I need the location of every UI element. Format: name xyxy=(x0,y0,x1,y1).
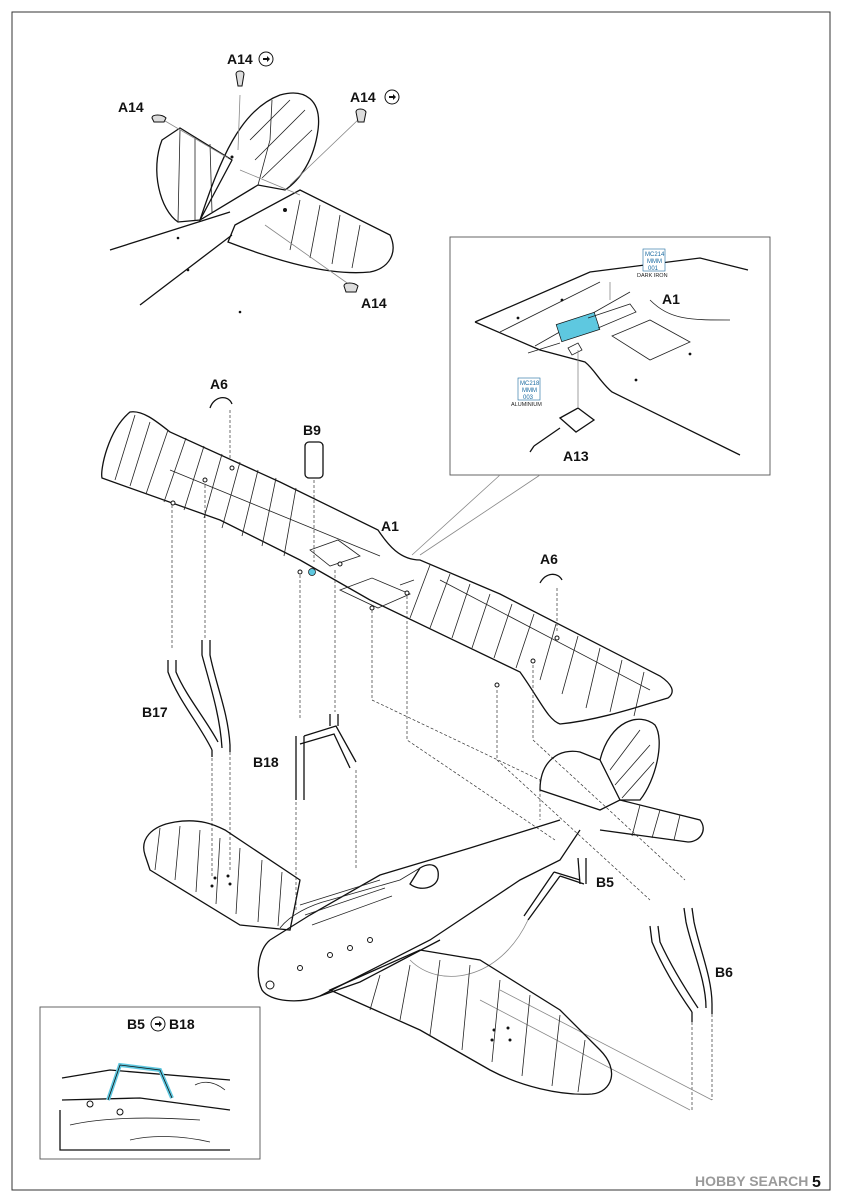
label-a6-right: A6 xyxy=(540,551,558,567)
part-a6-right-shape xyxy=(539,573,563,584)
label-a14-right: A14 xyxy=(350,89,376,105)
glue-icon xyxy=(150,1016,166,1032)
label-b6: B6 xyxy=(715,964,733,980)
glue-icon xyxy=(384,89,400,105)
label-a1-detail: A1 xyxy=(662,291,680,307)
part-a6-left-shape xyxy=(209,397,233,409)
paint-aluminium-code2: MMM xyxy=(522,388,537,394)
strut-b18 xyxy=(295,714,357,800)
paint-dark-iron-code3: 001 xyxy=(648,266,659,272)
page-frame xyxy=(11,11,831,1191)
glue-icon xyxy=(258,51,274,67)
part-a14-right-shape xyxy=(355,108,367,123)
label-a1-main: A1 xyxy=(381,518,399,534)
strut-detail-inset xyxy=(39,1006,261,1160)
paint-dark-iron-code2: MMM xyxy=(647,259,662,265)
tail-detail xyxy=(109,70,394,314)
page-number: 5 xyxy=(812,1174,821,1191)
label-inset-right: B18 xyxy=(169,1016,195,1032)
label-a6-left: A6 xyxy=(210,376,228,392)
label-b5: B5 xyxy=(596,874,614,890)
part-a14-left-shape xyxy=(151,114,167,123)
paint-dark-iron-code1: MC214 xyxy=(645,252,665,258)
label-a13: A13 xyxy=(563,448,589,464)
upper-wing xyxy=(101,411,673,725)
part-b9-shape xyxy=(304,441,324,479)
fuselage-assembly xyxy=(143,718,704,1095)
cockpit-detail-box: MC214 MMM 001 DARK IRON MC218 MMM 003 AL… xyxy=(449,236,771,476)
part-a14-bottom-shape xyxy=(343,282,359,293)
strut-b5 xyxy=(523,857,587,921)
label-b18: B18 xyxy=(253,754,279,770)
dark-iron-panel xyxy=(555,311,601,343)
paint-aluminium-name: ALUMINIUM xyxy=(511,402,542,408)
label-a14-top: A14 xyxy=(227,51,253,67)
part-a14-top-shape xyxy=(235,70,245,87)
label-b9: B9 xyxy=(303,422,321,438)
paint-aluminium-code1: MC218 xyxy=(520,381,540,387)
paint-dark-iron-name: DARK IRON xyxy=(637,273,668,279)
label-b17: B17 xyxy=(142,704,168,720)
strut-b6 xyxy=(649,907,713,1022)
label-a14-bottom: A14 xyxy=(361,295,387,311)
label-inset-left: B5 xyxy=(127,1016,145,1032)
strut-b17 xyxy=(167,640,231,757)
paint-aluminium-code3: 003 xyxy=(523,395,534,401)
watermark-text: HOBBY SEARCH xyxy=(695,1173,808,1189)
label-a14-left: A14 xyxy=(118,99,144,115)
